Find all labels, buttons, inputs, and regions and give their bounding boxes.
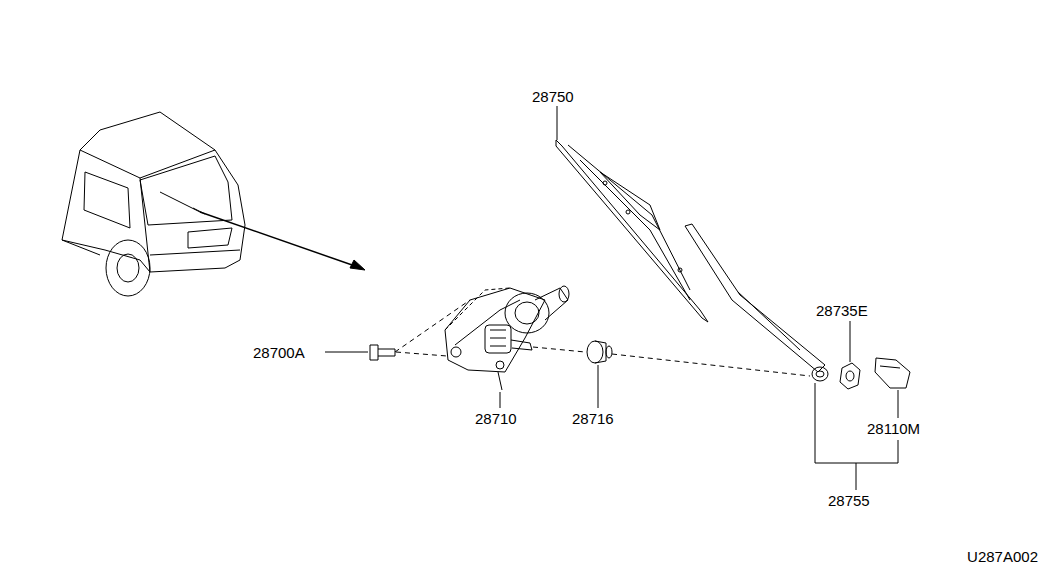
callout-number: 28750: [531, 88, 575, 105]
callout-number: 28755: [827, 492, 871, 509]
bolt: [370, 345, 395, 360]
callout-number: 28716: [571, 410, 615, 427]
callout-number: 28735E: [815, 302, 869, 319]
callout-number: 28110M: [866, 420, 921, 437]
grommet: [587, 341, 612, 363]
wiper-blade: [556, 140, 708, 322]
callout-number: 28710: [474, 410, 518, 427]
callout-number: U287A002: [966, 548, 1039, 565]
nut: [840, 363, 860, 389]
callout-number: 28700A: [252, 344, 306, 361]
vehicle-figure: [62, 112, 245, 296]
wiper-arm: [685, 224, 828, 381]
cap: [875, 358, 910, 388]
wiper-motor: [445, 286, 569, 390]
